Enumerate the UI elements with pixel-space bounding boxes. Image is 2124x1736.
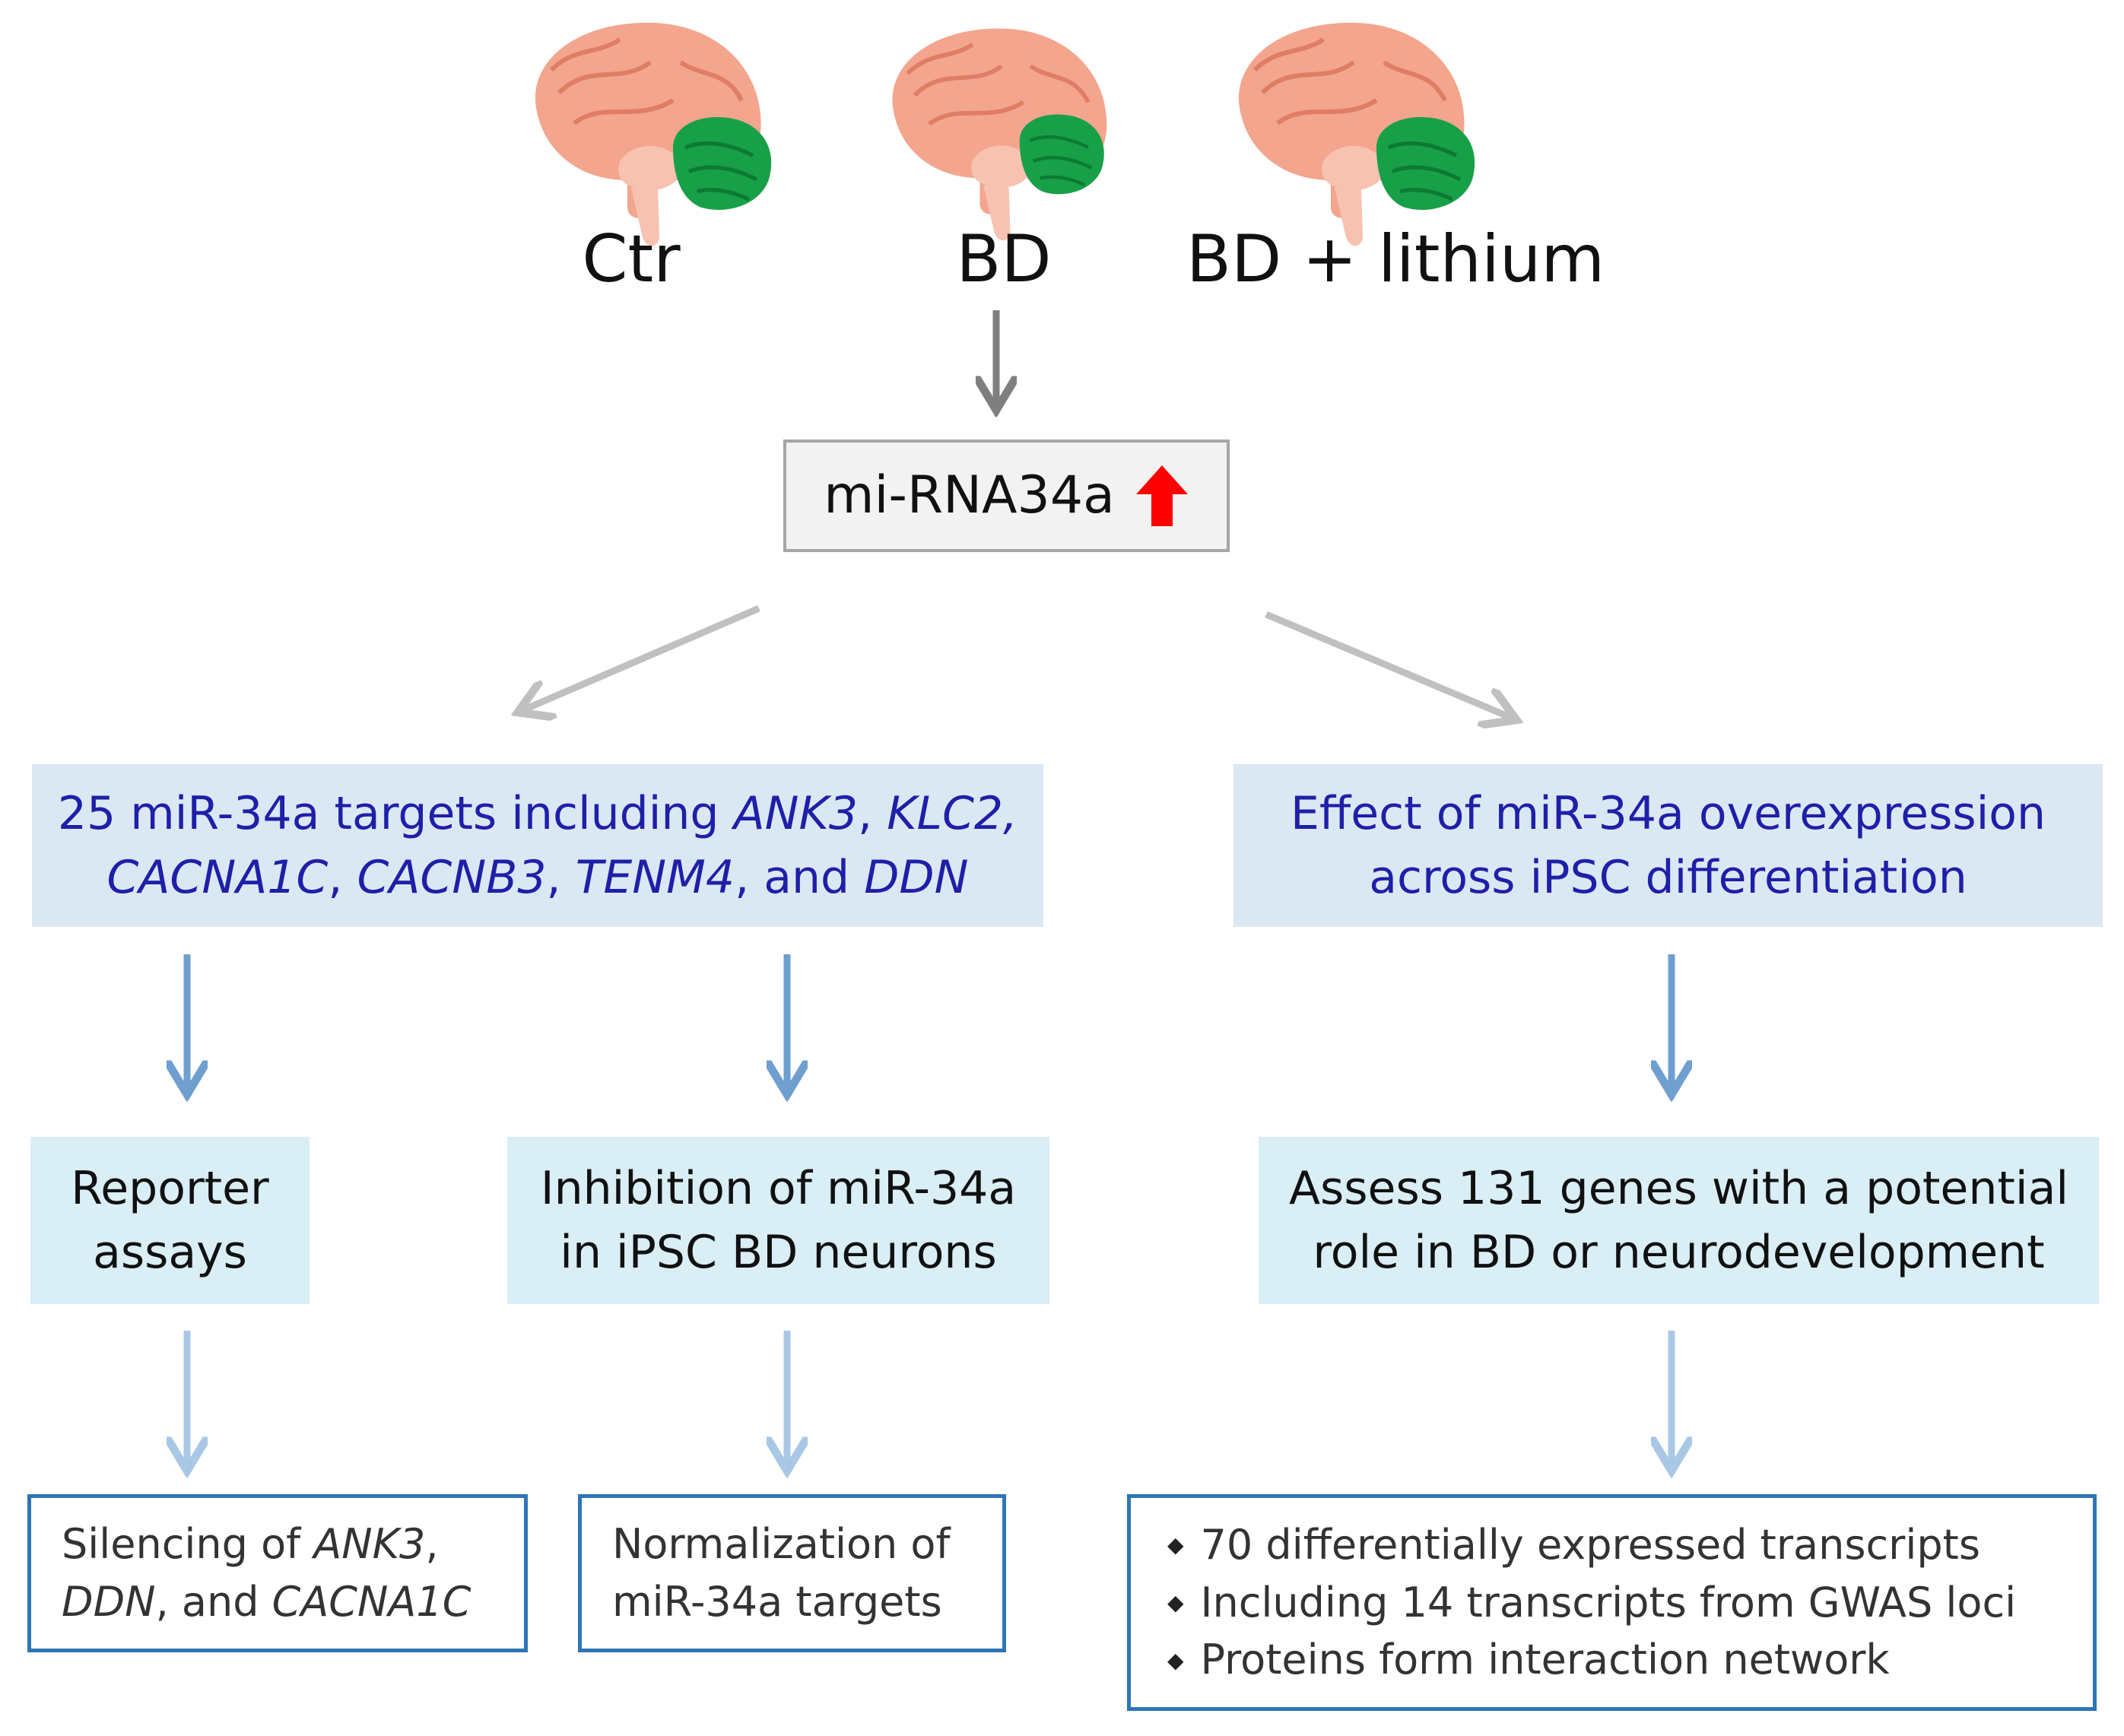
- bullet-icon: ◆: [1167, 1647, 1184, 1673]
- result-item: ◆70 differentially expressed transcripts: [1167, 1521, 1980, 1569]
- up-arrow-icon: [1135, 465, 1188, 526]
- inhibition-box: Inhibition of miR-34a in iPSC BD neurons: [507, 1137, 1049, 1304]
- inhibition-line2: in iPSC BD neurons: [560, 1226, 997, 1279]
- overexpression-box: Effect of miR-34a overexpression across …: [1233, 764, 2103, 927]
- mirna34a-box: mi-RNA34a: [783, 440, 1230, 552]
- targets-line1: 25 miR-34a targets including ANK3, KLC2,: [57, 787, 1018, 840]
- brain-bd-lithium-icon: [1239, 23, 1475, 246]
- normalization-line2: miR-34a targets: [612, 1578, 942, 1626]
- result-item: ◆Proteins form interaction network: [1167, 1636, 1890, 1684]
- assess-box: Assess 131 genes with a potential role i…: [1259, 1137, 2099, 1304]
- assess-line2: role in BD or neurodevelopment: [1313, 1226, 2045, 1279]
- silencing-box: Silencing of ANK3, DDN, and CACNA1C: [27, 1494, 528, 1652]
- label-ctr: Ctr: [582, 221, 681, 297]
- arrow-mirna-to-overexpression: [1265, 611, 1513, 719]
- brain-ctr-icon: [535, 23, 771, 246]
- silencing-line2: DDN, and CACNA1C: [62, 1578, 471, 1626]
- normalization-box: Normalization of miR-34a targets: [578, 1494, 1006, 1652]
- result-item: ◆Including 14 transcripts from GWAS loci: [1167, 1578, 2017, 1627]
- reporter-line1: Reporter: [71, 1162, 269, 1215]
- reporter-line2: assays: [93, 1226, 247, 1279]
- overexpression-line2: across iPSC differentiation: [1369, 851, 1967, 904]
- targets-line2: CACNA1C, CACNB3, TENM4, and DDN: [106, 851, 969, 904]
- bullet-icon: ◆: [1167, 1532, 1184, 1558]
- overexpression-line1: Effect of miR-34a overexpression: [1291, 787, 2046, 840]
- assess-line1: Assess 131 genes with a potential: [1288, 1162, 2069, 1215]
- results-box: ◆70 differentially expressed transcripts…: [1127, 1494, 2097, 1711]
- label-bd-lithium: BD + lithium: [1186, 221, 1605, 297]
- arrow-mirna-to-targets: [521, 605, 760, 711]
- silencing-line1: Silencing of ANK3,: [62, 1520, 439, 1569]
- targets-box: 25 miR-34a targets including ANK3, KLC2,…: [32, 764, 1043, 927]
- mirna34a-label: mi-RNA34a: [824, 465, 1115, 526]
- bullet-icon: ◆: [1167, 1589, 1184, 1615]
- inhibition-line1: Inhibition of miR-34a: [540, 1162, 1017, 1215]
- brain-bd-icon: [892, 28, 1106, 240]
- normalization-line1: Normalization of: [612, 1520, 951, 1569]
- label-bd: BD: [956, 221, 1052, 297]
- reporter-assays-box: Reporter assays: [30, 1137, 310, 1304]
